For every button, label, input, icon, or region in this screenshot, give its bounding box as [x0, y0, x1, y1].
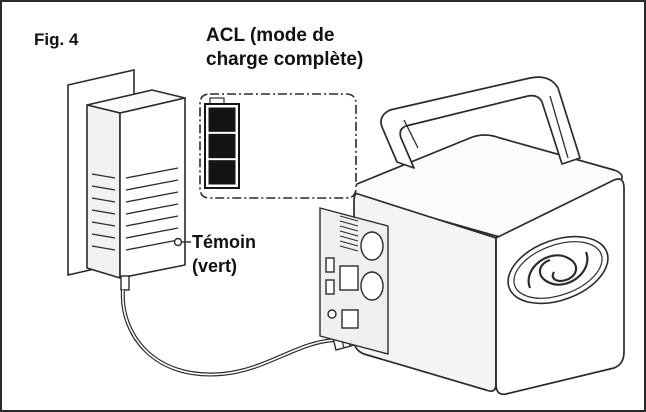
ac-adapter [86, 89, 186, 279]
power-station [353, 134, 625, 396]
dc-input-port [341, 309, 359, 329]
battery-segment [208, 160, 236, 185]
usb-port-2 [325, 279, 335, 295]
usb-port-1 [325, 257, 335, 273]
panel-display [339, 265, 359, 291]
panel-speaker-grille [339, 215, 359, 252]
ac-outlet-2 [360, 271, 384, 301]
indicator-led [173, 237, 183, 247]
brand-logo-swoosh [527, 254, 578, 289]
indicator-label: Témoin (vert) [192, 232, 257, 276]
figure-label: Fig. 4 [34, 30, 79, 49]
front-control-panel [319, 207, 389, 355]
ac-outlet-1 [360, 231, 384, 261]
panel-button [327, 309, 337, 319]
battery-full-icon [204, 97, 240, 189]
adapter-vents [91, 173, 116, 251]
lcd-callout [199, 93, 357, 199]
brand-logo-oval [507, 235, 609, 305]
lcd-mode-label: ACL (mode de charge complète) [206, 25, 364, 70]
battery-segment [208, 107, 236, 132]
battery-segment [208, 133, 236, 159]
power-station-handle [380, 76, 581, 169]
